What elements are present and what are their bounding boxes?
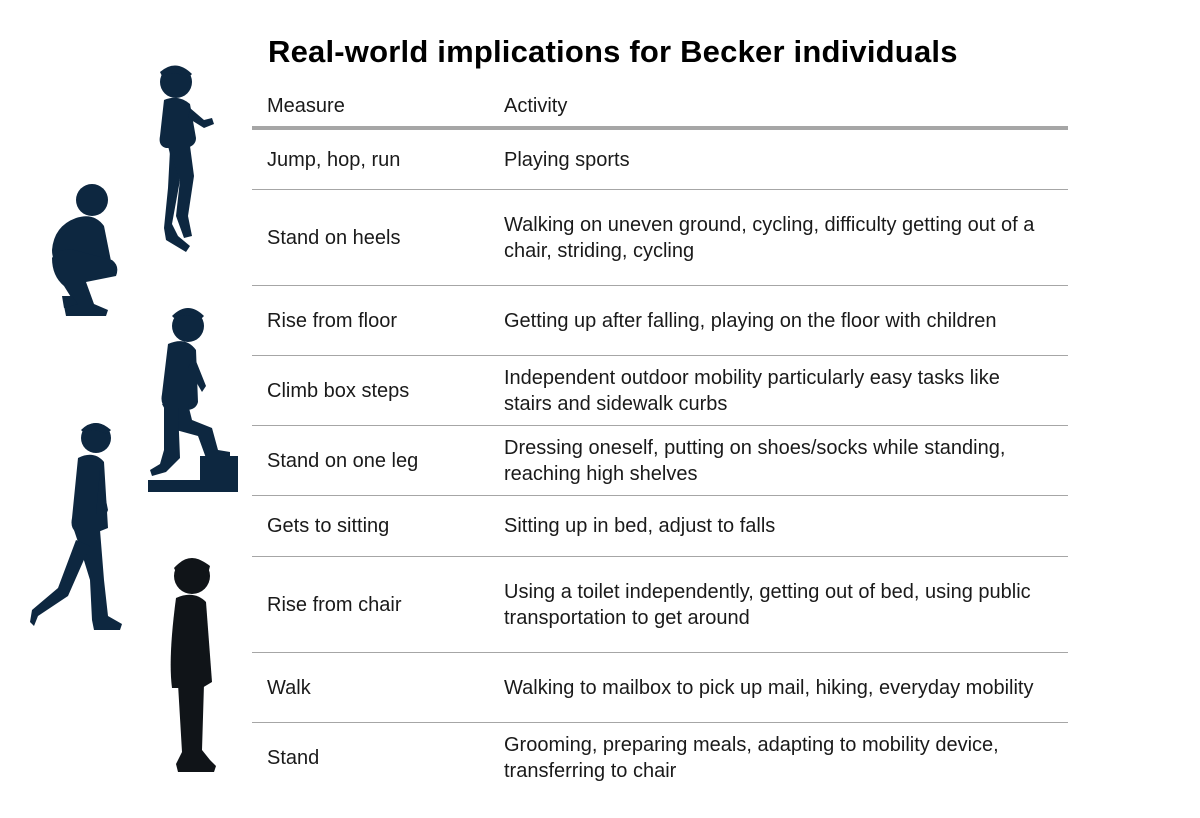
table-row: Rise from chair Using a toilet independe… (252, 557, 1068, 653)
activity-cell: Playing sports (504, 148, 630, 171)
table-row: Gets to sitting Sitting up in bed, adjus… (252, 496, 1068, 557)
child-climbing-step-icon (148, 308, 238, 492)
activity-cell: Independent outdoor mobility particularl… (504, 366, 1000, 415)
activity-cell: Walking on uneven ground, cycling, diffi… (504, 213, 1035, 262)
measure-cell: Climb box steps (267, 379, 410, 402)
measure-cell: Stand on one leg (267, 449, 419, 472)
header-measure: Measure (267, 94, 345, 117)
activity-cell: Grooming, preparing meals, adapting to m… (504, 734, 999, 782)
table-row: Rise from floor Getting up after falling… (252, 286, 1068, 356)
child-squatting-icon (52, 184, 118, 316)
measure-cell: Stand on heels (267, 226, 401, 249)
measure-cell: Rise from chair (267, 593, 402, 616)
page-title: Real-world implications for Becker indiv… (268, 34, 958, 69)
table-row: Climb box steps Independent outdoor mobi… (252, 356, 1068, 426)
header-activity: Activity (504, 94, 568, 117)
measure-cell: Walk (267, 676, 311, 699)
activity-cell: Walking to mailbox to pick up mail, hiki… (504, 676, 1034, 699)
table-row: Walk Walking to mailbox to pick up mail,… (252, 653, 1068, 723)
child-walking-icon (30, 423, 122, 630)
activity-cell: Sitting up in bed, adjust to falls (504, 515, 776, 537)
measure-cell: Gets to sitting (267, 515, 390, 537)
activity-cell: Getting up after falling, playing on the… (504, 309, 997, 332)
table-header: Measure Activity (252, 86, 1068, 130)
table-row: Jump, hop, run Playing sports (252, 130, 1068, 190)
measure-cell: Rise from floor (267, 309, 398, 332)
table-row: Stand on heels Walking on uneven ground,… (252, 190, 1068, 286)
table-row: Stand Grooming, preparing meals, adaptin… (252, 723, 1068, 793)
measure-cell: Stand (267, 747, 320, 769)
implications-table: Measure Activity Jump, hop, run Playing … (252, 86, 1068, 793)
child-jumping-icon (159, 65, 214, 252)
activity-cell: Dressing oneself, putting on shoes/socks… (504, 436, 1006, 485)
table-row: Stand on one leg Dressing oneself, putti… (252, 426, 1068, 496)
child-silhouettes (30, 65, 238, 772)
child-standing-icon (170, 558, 216, 772)
measure-cell: Jump, hop, run (267, 148, 401, 171)
activity-cell: Using a toilet independently, getting ou… (504, 580, 1031, 629)
